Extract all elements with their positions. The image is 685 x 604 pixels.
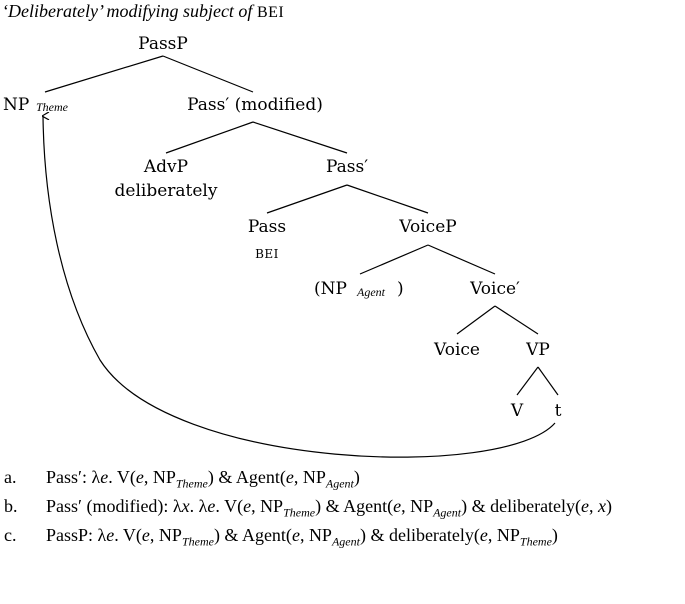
gloss-label: a. [4, 467, 17, 487]
edge-vp-t [537, 366, 559, 396]
edge-passbar-voicep [346, 184, 429, 214]
node-voicep: VoiceP [398, 217, 456, 237]
figure-caption: ‘Deliberately’ modifying subject of BEI [2, 1, 284, 22]
edge-vp-v [516, 366, 539, 396]
gloss-text: PassP: λe. V(e, NPTheme) & Agent(e, NPAg… [46, 525, 558, 549]
edge-voicep-npagent [359, 244, 429, 275]
node-voicebar: Voice′ [469, 279, 520, 299]
gloss-label: c. [4, 525, 17, 546]
gloss-text: Pass′: λe. V(e, NPTheme) & Agent(e, NPAg… [46, 467, 360, 491]
node-np-theme-label: NP [3, 95, 29, 115]
gloss-text: Pass′ (modified): λx. λe. V(e, NPTheme) … [46, 496, 613, 520]
tree-branches [44, 55, 559, 396]
edge-passp-passbarmod [162, 55, 254, 93]
node-np-agent: (NP Agent ) [314, 279, 404, 299]
caption-text: ‘Deliberately’ modifying subject of [2, 1, 257, 21]
node-passp: PassP [138, 34, 188, 54]
node-pass: Pass [248, 217, 286, 237]
edge-voicebar-voice [456, 305, 496, 335]
caption-bei: BEI [256, 4, 285, 21]
node-np-theme: NP Theme [3, 95, 69, 115]
semantic-glosses: a. Pass′: λe. V(e, NPTheme) & Agent(e, N… [0, 466, 685, 553]
edge-voicep-voicebar [427, 244, 496, 275]
edge-passbarmod-advp [165, 121, 254, 154]
edge-passp-np [44, 55, 164, 93]
gloss-item: b. Pass′ (modified): λx. λe. V(e, NPThem… [0, 495, 685, 524]
node-passbar: Pass′ [326, 157, 368, 177]
node-np-agent-open: (NP [314, 279, 347, 299]
syntax-tree: PassP NP Theme Pass′ (modified) AdvP del… [3, 34, 562, 458]
word-bei: BEI [255, 247, 279, 261]
node-advp: AdvP [143, 157, 188, 177]
edge-passbarmod-passbar [252, 121, 348, 154]
gloss-item: c. PassP: λe. V(e, NPTheme) & Agent(e, N… [0, 524, 685, 553]
node-np-agent-subscript: Agent [356, 285, 386, 299]
node-np-agent-close: ) [397, 279, 404, 299]
node-t: t [555, 401, 562, 421]
gloss-item: a. Pass′: λe. V(e, NPTheme) & Agent(e, N… [0, 466, 685, 495]
node-passbar-modified: Pass′ (modified) [187, 95, 323, 115]
node-voice: Voice [433, 340, 480, 360]
gloss-label: b. [4, 496, 18, 517]
node-v: V [510, 401, 524, 421]
movement-arrow [43, 116, 556, 458]
edge-voicebar-vp [494, 305, 539, 335]
word-deliberately: deliberately [115, 181, 218, 201]
edge-passbar-pass [266, 184, 348, 214]
node-np-theme-subscript: Theme [36, 100, 69, 114]
node-vp: VP [525, 340, 550, 360]
